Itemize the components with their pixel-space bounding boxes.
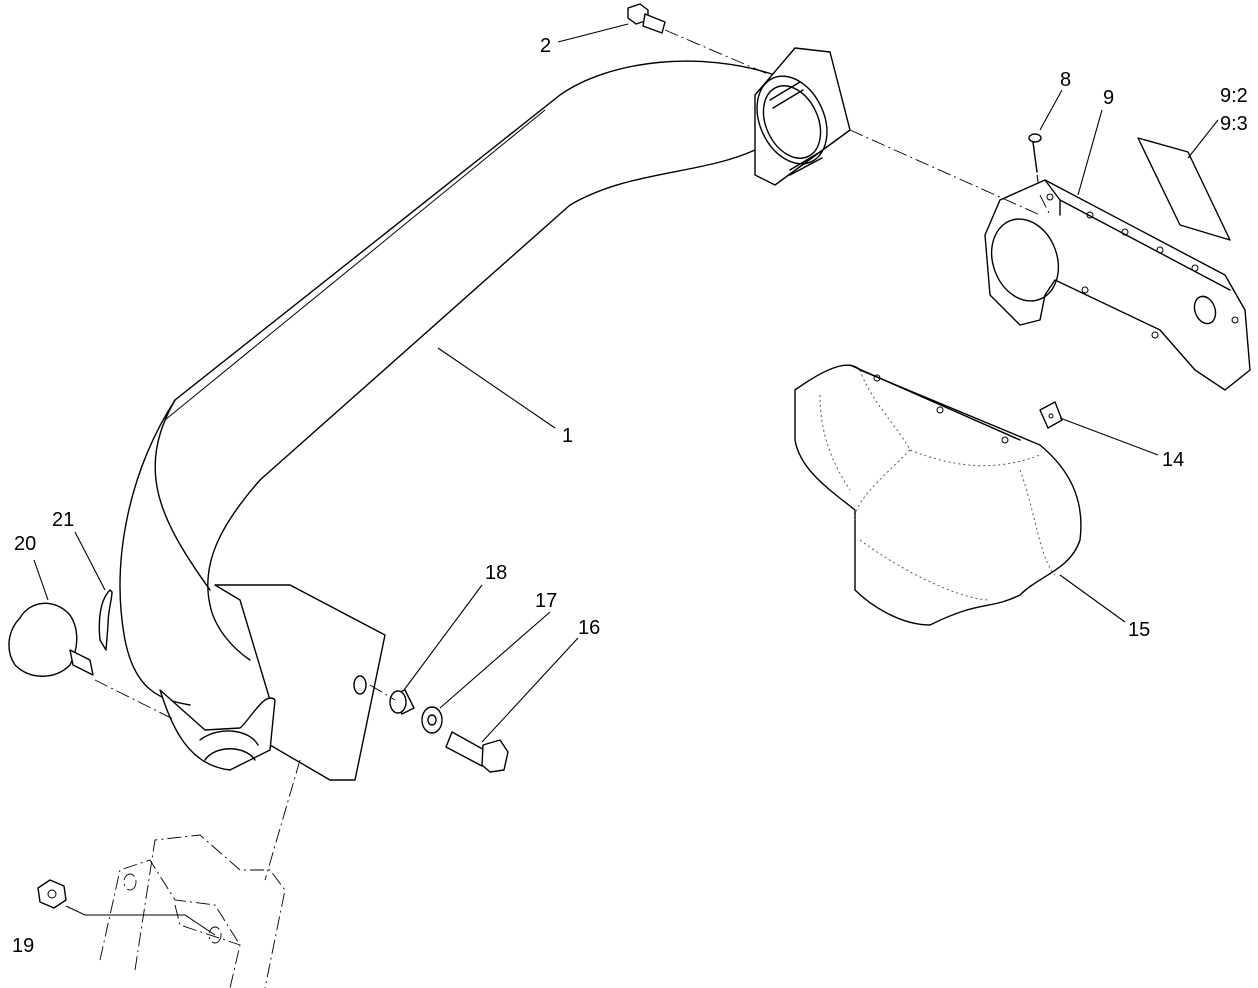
callout-1: 1 [562,425,573,447]
nut-part-19 [37,879,67,909]
callout-19: 19 [12,935,34,957]
bolt-part-2 [627,3,666,34]
callout-9-2: 9:2 [1220,85,1248,107]
clip-nut-part-14 [1039,401,1063,429]
exhaust-pipe-part [119,60,776,706]
knob-part-20 [8,602,94,677]
callout-18: 18 [485,562,507,584]
pipe-lower-bracket [159,584,386,781]
callout-20: 20 [14,533,36,555]
callout-9: 9 [1103,87,1114,109]
muffler-part-15 [794,364,1082,626]
washer-part-17 [421,706,443,734]
mounting-bracket-part-9 [984,179,1251,391]
pipe-flange [754,47,851,186]
callout-21: 21 [52,509,74,531]
leader-lines [33,23,1219,743]
assembly-lines [65,29,1051,936]
engine-mount-reference [99,834,286,988]
spacer-part-18 [389,689,415,715]
callout-9-3: 9:3 [1220,113,1248,135]
callout-2: 2 [540,35,551,57]
hairpin-clip-part-21 [98,589,113,651]
callout-14: 14 [1162,449,1184,471]
callout-labels: 1 2 8 9 9:2 9:3 14 15 16 17 18 19 20 21 [12,35,1248,957]
callout-17: 17 [535,590,557,612]
decal-part-9-2 [1137,137,1231,241]
callout-8: 8 [1060,69,1071,91]
hex-bolt-part-16 [445,731,509,773]
callout-15: 15 [1128,619,1150,641]
callout-16: 16 [578,617,600,639]
